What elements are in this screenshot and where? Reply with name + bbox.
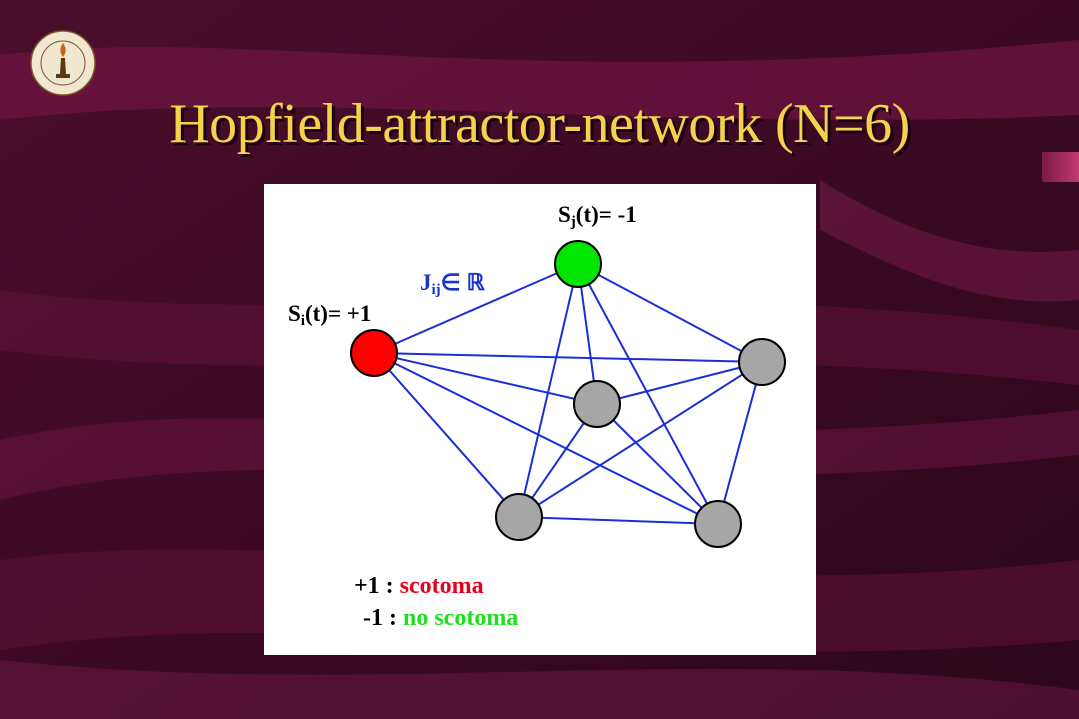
decorative-band xyxy=(1042,152,1079,182)
edge-node-right-node-bottom-right xyxy=(717,361,763,525)
legend-plus-text: scotoma xyxy=(399,573,484,599)
node-i-label: Si(t)= +1 xyxy=(288,301,372,329)
page-title: Hopfield-attractor-network (N=6) xyxy=(169,93,910,155)
legend-minus-value: -1 : xyxy=(363,605,397,631)
edge-node-i-node-right xyxy=(373,352,763,363)
edge-node-right-node-bottom-left xyxy=(518,361,763,518)
edge-node-i-node-bottom-right xyxy=(373,352,719,525)
edge-node-bottom-left-node-bottom-right xyxy=(518,516,719,525)
network-diagram-panel: Si(t)= +1 Sj(t)= -1 Jij∈ ℝ +1 : scotoma … xyxy=(264,184,816,655)
legend-minus-text: no scotoma xyxy=(402,605,519,631)
edge-node-i-node-j xyxy=(373,263,579,354)
node-bottom-right xyxy=(694,500,742,548)
node-right xyxy=(738,338,786,386)
edge-node-center-node-bottom-right xyxy=(596,403,719,525)
edge-node-j-node-bottom-right xyxy=(577,263,719,525)
legend-plus: +1 : scotoma xyxy=(354,573,484,600)
caltech-seal-icon xyxy=(30,30,96,96)
legend-minus: -1 : no scotoma xyxy=(363,605,518,632)
edge-node-j-node-right xyxy=(577,263,763,363)
node-bottom-left xyxy=(495,493,543,541)
edge-node-j-node-bottom-left xyxy=(518,263,579,518)
edge-node-i-node-center xyxy=(373,352,598,405)
coupling-label: Jij∈ ℝ xyxy=(420,270,485,298)
legend-plus-value: +1 : xyxy=(354,573,394,599)
node-center xyxy=(573,380,621,428)
node-j xyxy=(554,240,602,288)
edge-node-right-node-center xyxy=(596,361,763,405)
node-group xyxy=(350,240,786,548)
node-j-label: Sj(t)= -1 xyxy=(558,202,637,230)
network-graph xyxy=(350,240,786,548)
edge-node-i-node-bottom-left xyxy=(373,352,520,518)
edge-group xyxy=(373,263,763,525)
node-i xyxy=(350,329,398,377)
